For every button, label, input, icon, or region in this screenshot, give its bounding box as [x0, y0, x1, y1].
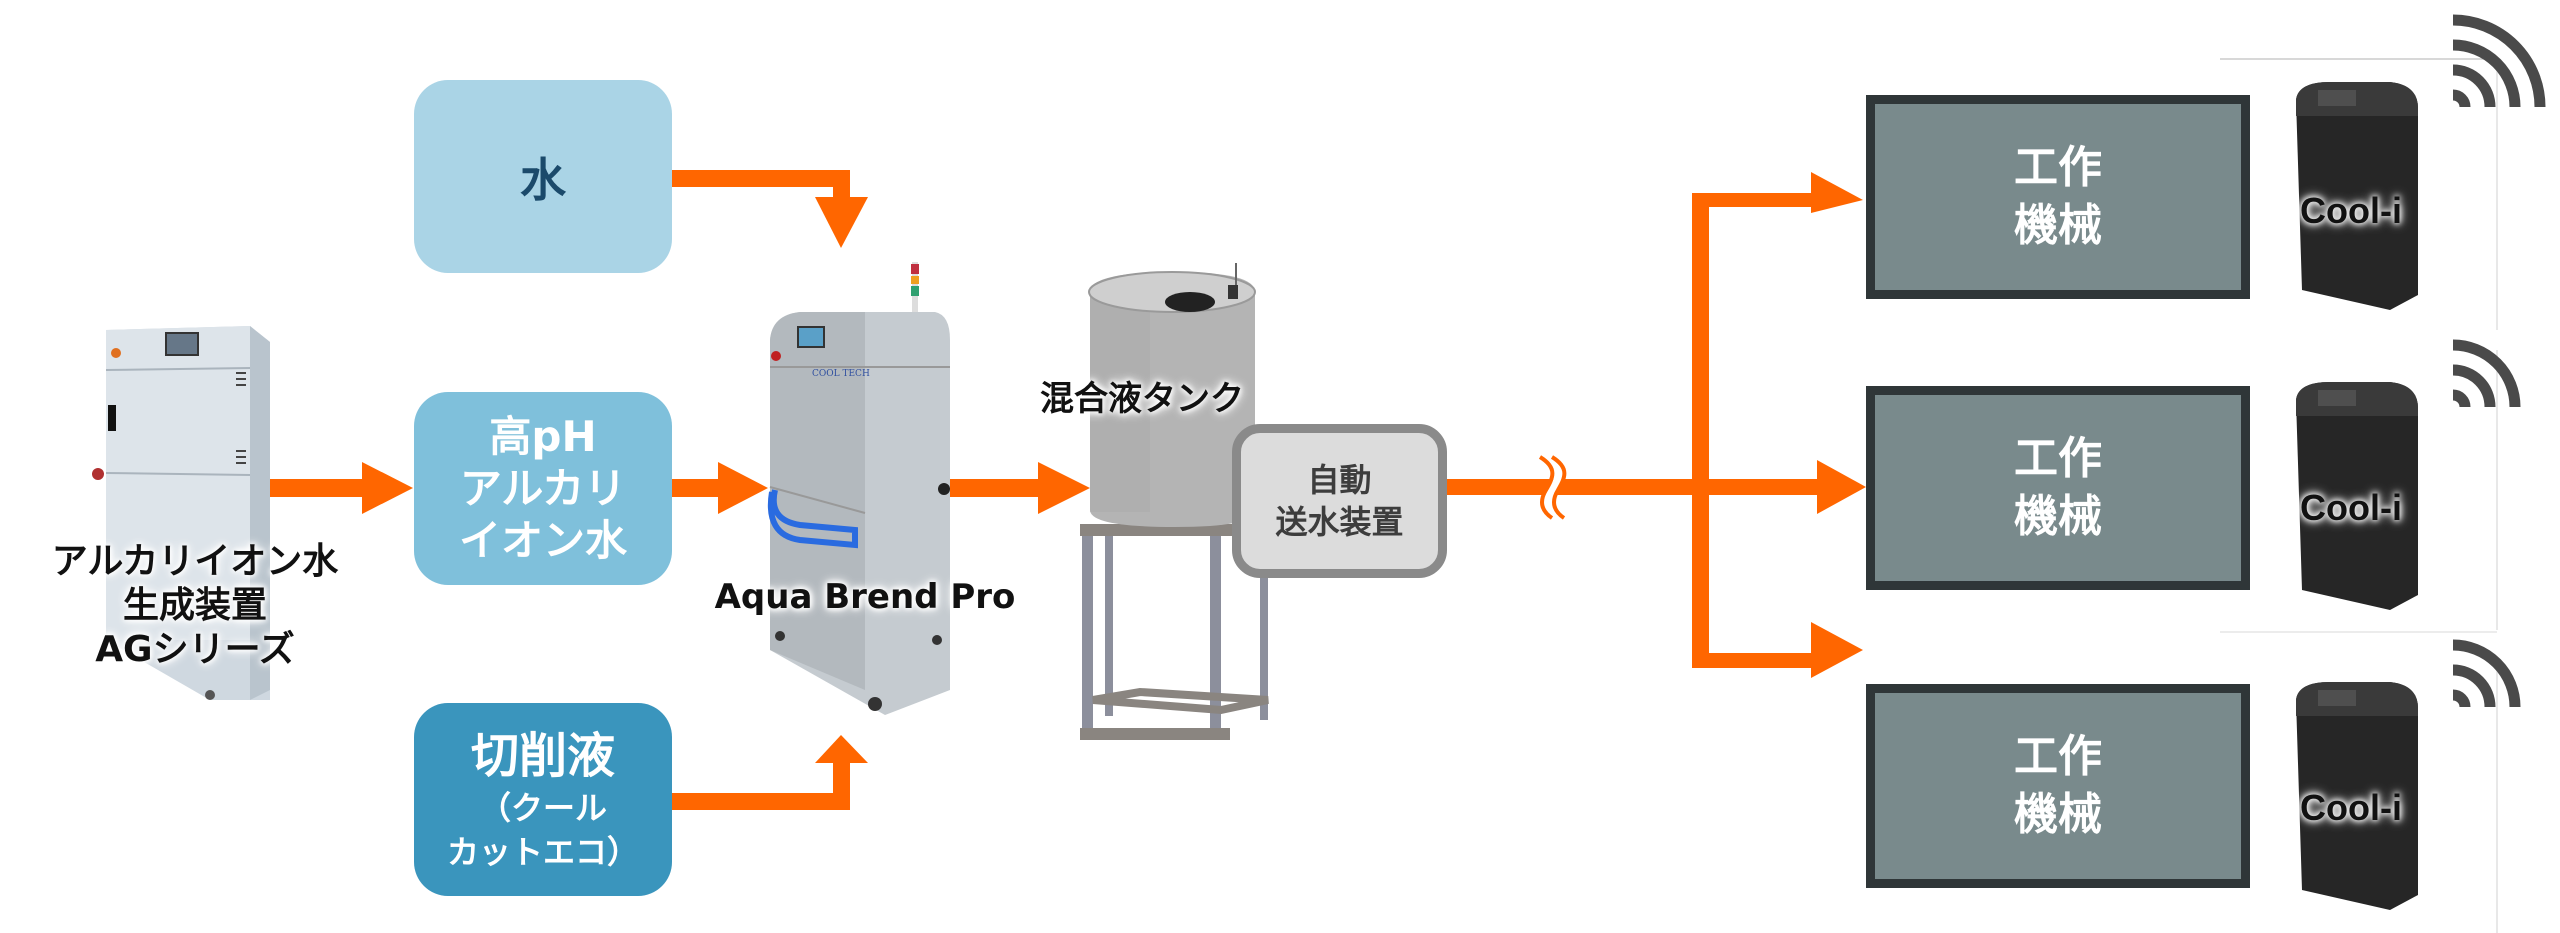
generator-label: アルカリイオン水 生成装置 AGシリーズ — [30, 540, 360, 672]
arrow-mixer-to-tank — [950, 462, 1090, 514]
arrow-cutting-to-mixer — [672, 735, 868, 810]
machine-label-line: 工作 — [2014, 731, 2102, 782]
machine-tool-box-3: 工作 機械 — [1866, 684, 2250, 888]
cooli-label-3: Cool-i — [2300, 787, 2402, 828]
handle — [767, 489, 858, 549]
mixer-label: Aqua Brend Pro — [714, 577, 1016, 617]
machine-label-line: 機械 — [2014, 789, 2102, 840]
auto-feed-label-line: 送水装置 — [1275, 503, 1404, 541]
cutting-fluid-sub-label: カットエコ） — [446, 832, 639, 871]
arrow-alkaline-to-mixer — [672, 462, 768, 514]
arrow-water-to-mixer — [672, 170, 868, 248]
machine-label-line: 機械 — [2014, 200, 2102, 251]
cooli-device-1 — [2220, 58, 2498, 330]
alkaline-water-box: 高pH アルカリ イオン水 — [414, 392, 672, 585]
alkaline-label-line: アルカリ — [459, 463, 627, 513]
cooli-device-3 — [2296, 660, 2498, 933]
cutting-fluid-label: 切削液 — [470, 727, 615, 784]
water-source-label: 水 — [520, 152, 566, 207]
tank-cap — [1165, 292, 1215, 312]
machine-label-line: 機械 — [2014, 491, 2102, 542]
machine-label-line: 工作 — [2014, 433, 2102, 484]
wireless-icon-2 — [2452, 339, 2521, 408]
water-source-box: 水 — [414, 80, 672, 273]
line-break-symbol — [1538, 455, 1567, 520]
generator-label-line: アルカリイオン水 — [51, 541, 339, 582]
touch-panel — [797, 326, 825, 348]
cutting-fluid-sub-label: （クール — [478, 788, 607, 827]
machine-label-line: 工作 — [2014, 142, 2102, 193]
touch-panel — [165, 332, 199, 356]
auto-feed-box: 自動 送水装置 — [1232, 424, 1447, 578]
machine-tool-box-1: 工作 機械 — [1866, 95, 2250, 299]
arrow-generator-to-alkaline — [270, 462, 413, 514]
cooli-device-2 — [2220, 350, 2498, 633]
cooli-label-1: Cool-i — [2300, 190, 2402, 231]
generator-label-line: 生成装置 — [122, 585, 267, 626]
auto-feed-label-line: 自動 — [1307, 461, 1372, 499]
alkaline-label-line: 高pH — [489, 411, 597, 461]
line-autofeed-to-distribution — [1447, 193, 1709, 668]
arrow-to-machine-1 — [1692, 172, 1863, 213]
arrow-to-machine-3 — [1692, 622, 1863, 678]
wireless-icon-3 — [2452, 639, 2521, 708]
wireless-icon-1 — [2452, 14, 2546, 108]
cutting-fluid-box: 切削液 （クール カットエコ） — [414, 703, 672, 896]
tank-stand — [1080, 524, 1269, 740]
cooli-label-2: Cool-i — [2300, 487, 2402, 528]
machine-tool-box-2: 工作 機械 — [1866, 386, 2250, 590]
arrow-to-machine-2 — [1700, 460, 1866, 514]
tank-label: 混合液タンク — [1040, 379, 1244, 419]
generator-label-line: AGシリーズ — [95, 629, 295, 670]
alkaline-label-line: イオン水 — [458, 515, 627, 565]
brand-plate: COOL TECH — [812, 369, 870, 379]
